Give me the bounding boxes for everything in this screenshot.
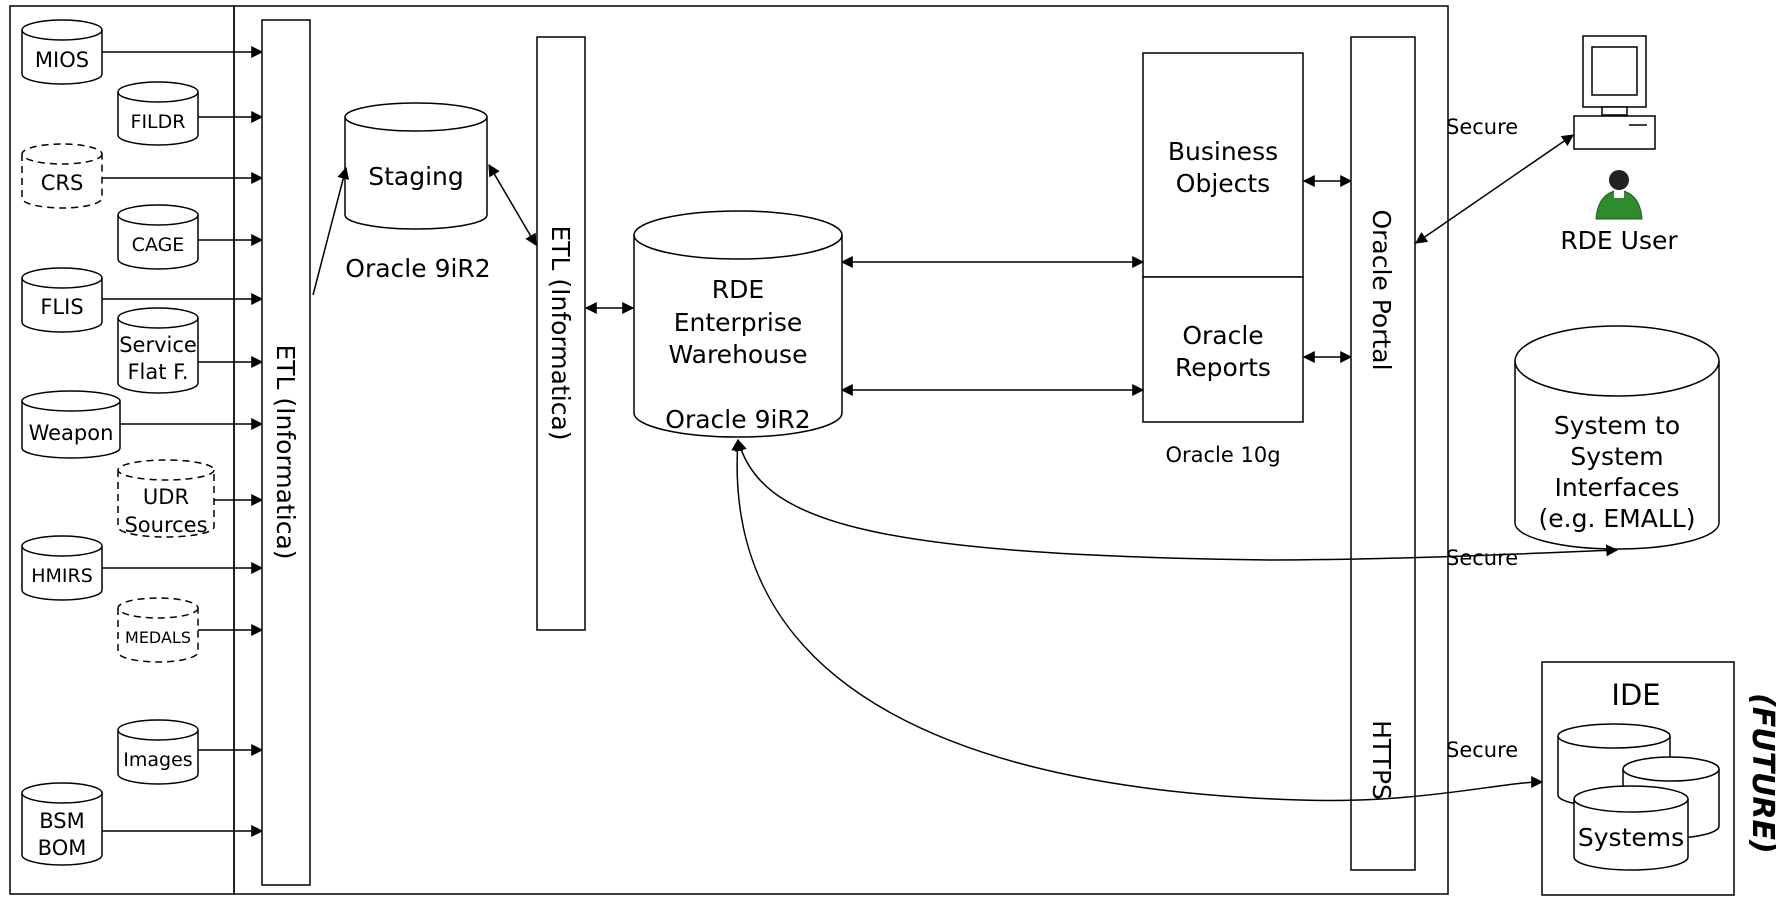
source-medals	[117, 597, 199, 663]
source-service-flat-label-2: Flat F.	[127, 360, 188, 384]
computer-icon	[1573, 35, 1656, 150]
source-images-label: Images	[123, 749, 192, 771]
warehouse-label-1: RDE	[712, 275, 764, 304]
source-images	[117, 719, 199, 785]
system-interfaces-label-2: System	[1570, 442, 1663, 471]
source-hmirs-label: HMIRS	[31, 565, 93, 587]
warehouse-label-3: Warehouse	[669, 340, 808, 369]
source-fildr-label: FILDR	[131, 111, 186, 133]
source-medals-label: MEDALS	[125, 628, 191, 647]
source-hmirs	[21, 535, 103, 601]
user-secure-label: Secure	[1446, 115, 1518, 139]
warehouse-to-ide-arrow	[731, 438, 1544, 802]
warehouse-db	[633, 210, 843, 438]
ide-systems-label: Systems	[1578, 823, 1684, 852]
etl-to-staging-arrow	[312, 166, 350, 296]
reporting-platform-label: Oracle 10g	[1165, 443, 1280, 467]
user-icon	[1595, 170, 1643, 220]
source-flis	[21, 267, 103, 333]
oracle-reports-label-1: Oracle	[1182, 321, 1263, 350]
staging-db	[344, 102, 488, 230]
source-cage	[117, 204, 199, 270]
source-cage-label: CAGE	[132, 234, 185, 256]
staging-platform: Oracle 9iR2	[345, 254, 490, 283]
staging-to-etl-middle-arrow	[488, 163, 537, 247]
future-label: (FUTURE)	[1745, 693, 1779, 854]
etl-left-label: ETL (Informatica)	[271, 344, 300, 559]
oracle-reports-box	[1142, 276, 1304, 423]
ide-secure-label: Secure	[1446, 738, 1518, 762]
source-service-flat	[117, 307, 199, 394]
source-bsm-bom-label-2: BOM	[38, 836, 87, 860]
business-objects-label-2: Objects	[1176, 169, 1270, 198]
etl-middle-bar	[536, 36, 586, 631]
source-crs-label: CRS	[41, 171, 84, 195]
rde-user-label: RDE User	[1560, 226, 1678, 255]
portal-to-user-arrow	[1415, 134, 1574, 244]
system-interfaces-label-1: System to	[1554, 411, 1680, 440]
business-objects-box	[1142, 52, 1304, 278]
source-weapon-label: Weapon	[29, 421, 114, 445]
warehouse-platform: Oracle 9iR2	[665, 405, 810, 434]
source-udr-label-2: Sources	[124, 513, 207, 537]
system-interfaces-label-3: Interfaces	[1555, 473, 1680, 502]
source-bsm-bom	[21, 782, 103, 866]
source-bsm-bom-label-1: BSM	[39, 809, 85, 833]
etl-left-bar	[261, 19, 311, 886]
etl-middle-label: ETL (Informatica)	[546, 225, 575, 440]
interfaces-secure-label: Secure	[1446, 546, 1518, 570]
source-to-etl-arrows	[102, 46, 264, 837]
source-crs	[21, 143, 103, 209]
ide-db-front	[1573, 785, 1689, 871]
ide-title: IDE	[1611, 678, 1660, 712]
source-flis-label: FLIS	[40, 295, 83, 319]
https-label: HTTPS	[1367, 720, 1396, 800]
business-objects-label-1: Business	[1168, 137, 1278, 166]
oracle-portal-label: Oracle Portal	[1367, 209, 1396, 370]
staging-label: Staging	[368, 162, 464, 191]
source-service-flat-label-1: Service	[119, 333, 197, 357]
source-udr	[117, 459, 215, 538]
system-interfaces-label-4: (e.g. EMALL)	[1539, 504, 1696, 533]
source-fildr	[117, 81, 199, 146]
source-mios	[21, 19, 103, 85]
source-mios-label: MIOS	[35, 48, 89, 72]
warehouse-label-2: Enterprise	[674, 308, 803, 337]
source-weapon	[21, 390, 121, 459]
oracle-reports-label-2: Reports	[1175, 353, 1271, 382]
source-udr-label-1: UDR	[143, 485, 189, 509]
